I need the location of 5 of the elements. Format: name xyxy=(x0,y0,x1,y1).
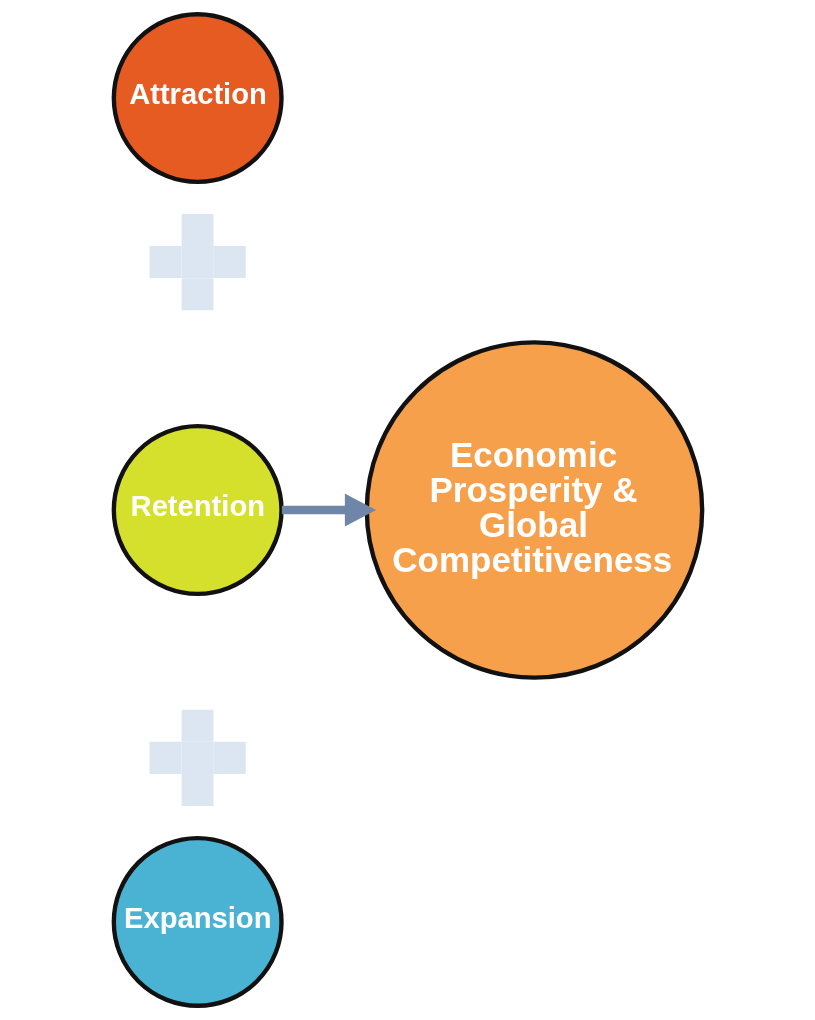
arrow xyxy=(281,493,376,527)
node-circle: Expansion xyxy=(111,835,284,1008)
node-circle: Attraction xyxy=(111,12,284,185)
node-circle: Economic Prosperity & Global Competitiveness xyxy=(364,340,704,680)
node-circle: Retention xyxy=(111,423,284,597)
